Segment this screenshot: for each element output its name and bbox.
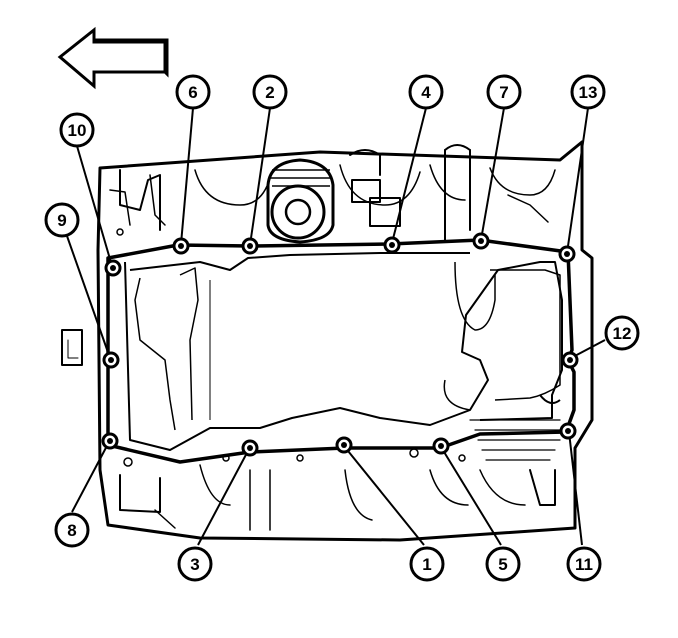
bolt-4 — [383, 236, 401, 254]
bolt-3 — [241, 439, 259, 457]
bolt-6 — [172, 237, 190, 255]
bolt-10 — [104, 259, 122, 277]
callout-4: 4 — [408, 74, 444, 110]
callout-12-label: 12 — [613, 324, 632, 343]
bolt-5 — [432, 437, 450, 455]
callouts: 6 2 4 7 13 10 9 12 — [44, 74, 640, 582]
bolt-11 — [559, 422, 577, 440]
callout-6-label: 6 — [188, 83, 197, 102]
callout-3: 3 — [177, 546, 213, 582]
callout-7-label: 7 — [499, 83, 508, 102]
callout-8: 8 — [54, 512, 90, 548]
oil-pan-gasket — [106, 228, 576, 467]
callout-1-label: 1 — [422, 555, 431, 574]
bolt-8 — [101, 432, 119, 450]
callout-4-label: 4 — [421, 83, 431, 102]
callout-2-label: 2 — [265, 83, 274, 102]
callout-3-label: 3 — [190, 555, 199, 574]
bolt-2 — [241, 237, 259, 255]
leader-lines — [66, 107, 606, 546]
callout-6: 6 — [175, 74, 211, 110]
bolt-positions — [101, 232, 579, 457]
callout-1: 1 — [409, 546, 445, 582]
bolt-9 — [102, 351, 120, 369]
direction-arrow-icon — [57, 26, 169, 90]
callout-7: 7 — [486, 74, 522, 110]
callout-10: 10 — [59, 112, 95, 148]
callout-10-label: 10 — [68, 121, 87, 140]
bolt-1 — [335, 436, 353, 454]
callout-5: 5 — [485, 546, 521, 582]
bolt-12 — [561, 351, 579, 369]
callout-11: 11 — [566, 546, 602, 582]
callout-8-label: 8 — [67, 521, 76, 540]
oil-filter — [266, 158, 335, 244]
callout-2: 2 — [252, 74, 288, 110]
callout-12: 12 — [604, 315, 640, 351]
callout-9-label: 9 — [57, 211, 66, 230]
bolt-7 — [472, 232, 490, 250]
callout-9: 9 — [44, 202, 80, 238]
callout-13-label: 13 — [579, 83, 598, 102]
callout-11-label: 11 — [575, 555, 593, 574]
callout-13: 13 — [570, 74, 606, 110]
callout-5-label: 5 — [498, 555, 507, 574]
bolt-13 — [558, 245, 576, 263]
